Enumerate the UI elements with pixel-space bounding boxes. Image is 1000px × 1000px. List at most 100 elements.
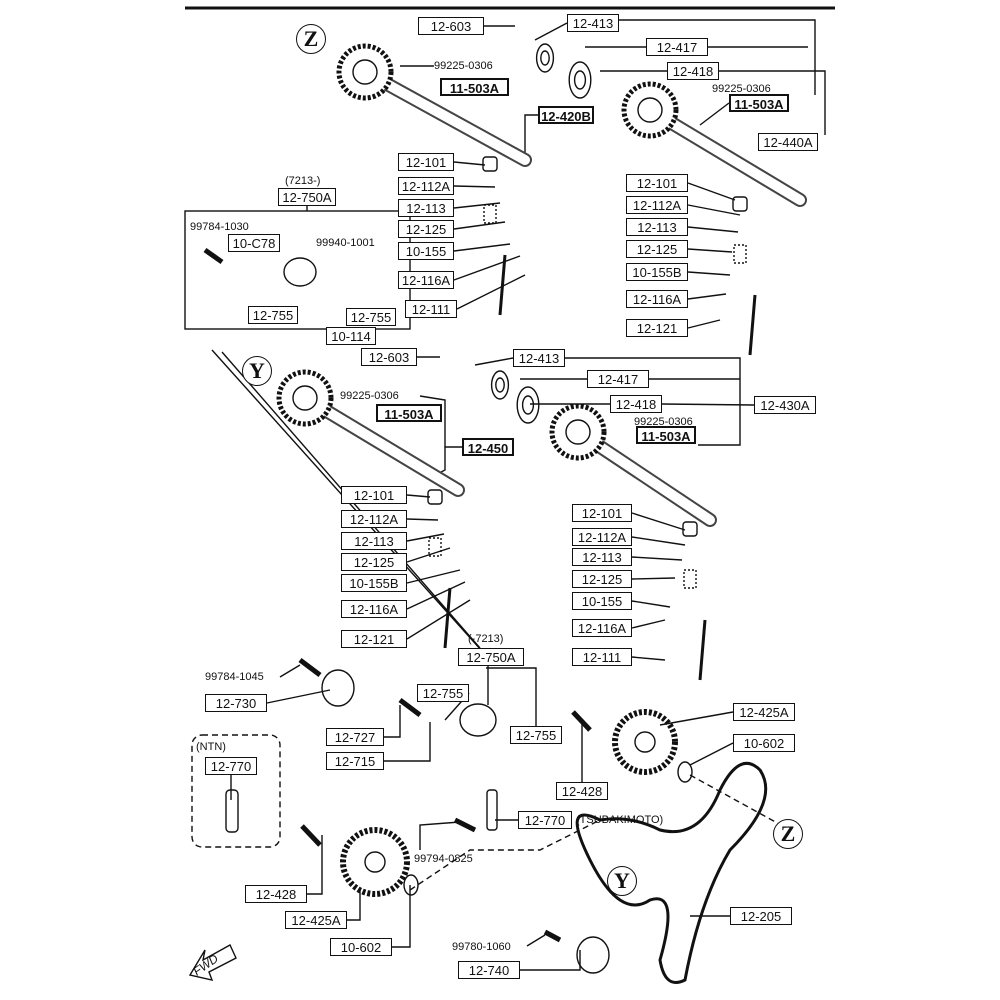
part-number-label: 12-113 (572, 548, 632, 566)
leader-line (406, 547, 451, 563)
part-number-label: 12-112A (572, 528, 632, 546)
leader-line (453, 185, 496, 188)
leader-line (687, 204, 741, 216)
leader-line (406, 581, 466, 610)
part-number-label: 12-755 (248, 306, 298, 324)
part-number-label: 12-425A (285, 911, 347, 929)
cam-gear-hub (352, 59, 378, 85)
bolt (543, 929, 562, 943)
leader-line (534, 22, 568, 41)
leader-line (307, 835, 323, 895)
leader-line (526, 934, 546, 947)
part-number-label: 99225-0306 (634, 416, 693, 428)
leader-line (631, 556, 683, 561)
belt-routing-y (409, 819, 601, 891)
part-number-label: 12-755 (417, 684, 469, 702)
tensioner-ntn (225, 789, 239, 833)
valve (698, 619, 707, 681)
part-number-label: 11-503A (440, 78, 509, 96)
part-number-label: 12-205 (730, 907, 792, 925)
leader-line (347, 890, 361, 921)
washer-hole (540, 50, 550, 66)
cam-gear (621, 81, 679, 139)
washer (568, 61, 592, 99)
leader-line (631, 577, 676, 580)
belt-routing-z (689, 774, 791, 831)
part-number-label: (NTN) (196, 741, 226, 753)
part-number-label: 12-603 (418, 17, 484, 35)
part-number-label: 12-121 (626, 319, 688, 337)
camshaft-body (645, 105, 805, 205)
part-number-label: 12-417 (646, 38, 708, 56)
valve (498, 254, 507, 316)
fwd-arrow-shape (188, 944, 237, 981)
part-number-label: 12-418 (667, 62, 719, 80)
bolt (453, 817, 477, 833)
leader-line (406, 518, 439, 521)
marker-z-belt: Z (773, 819, 803, 849)
tensioner-pulley (459, 703, 497, 737)
camshaft-body (360, 67, 530, 165)
part-number-label: 12-425A (733, 703, 795, 721)
sprocket-hub (364, 851, 386, 873)
leader-line (453, 255, 521, 281)
part-number-label: 12-101 (398, 153, 454, 171)
tappet (482, 156, 498, 172)
timing-sprocket (340, 827, 410, 897)
part-number-label: 12-715 (326, 752, 384, 770)
part-number-label: 12-116A (572, 619, 632, 637)
part-number-label: 12-428 (556, 782, 608, 800)
part-number-label: 99784-1030 (190, 221, 249, 233)
idler-pulley-lower (576, 936, 610, 974)
washer (490, 370, 510, 400)
part-number-label: 12-116A (341, 600, 407, 618)
valve-spring (683, 569, 697, 589)
leader-line (659, 711, 734, 726)
part-number-label: 11-503A (729, 94, 789, 112)
leader-line (689, 742, 734, 766)
timing-belt (575, 761, 768, 984)
leader-line (687, 293, 727, 300)
leader-line (406, 494, 431, 498)
bolt (571, 710, 592, 732)
leader-line (453, 243, 511, 252)
part-number-label: 12-755 (346, 308, 396, 326)
part-number-label: 12-125 (398, 220, 454, 238)
bolt (398, 698, 422, 717)
washer-hole (573, 70, 587, 90)
part-number-label: 12-430A (754, 396, 816, 414)
camshaft-body (300, 393, 463, 495)
tappet (682, 521, 698, 537)
leader-line (453, 221, 506, 230)
part-number-label: 12-603 (361, 348, 417, 366)
part-number-label: 12-101 (626, 174, 688, 192)
leader-line (406, 569, 461, 584)
part-number-label: 12-428 (245, 885, 307, 903)
part-number-label: 99940-1001 (316, 237, 375, 249)
timing-sprocket (612, 709, 678, 775)
washer-hole (495, 377, 505, 393)
part-number-label: 12-112A (341, 510, 407, 528)
leader-line (419, 821, 461, 850)
leader-line (453, 202, 501, 209)
washer (516, 386, 540, 424)
leader-line (520, 950, 581, 971)
leader-line (619, 19, 816, 95)
idler-pulley (321, 669, 355, 707)
leader-line (384, 722, 431, 762)
ntn-group-box (191, 734, 281, 848)
part-number-label: 10-114 (326, 327, 376, 345)
marker-z-top: Z (296, 24, 326, 54)
leader-line (406, 533, 445, 542)
leader-line (456, 274, 526, 310)
bolt (300, 824, 322, 847)
marker-y-belt: Y (607, 866, 637, 896)
leader-line (687, 271, 731, 276)
part-number-label: 12-116A (626, 290, 688, 308)
leader-line (631, 512, 686, 531)
tappet (427, 489, 443, 505)
cam-gear-hub (292, 385, 318, 411)
oil-seal-lower (403, 874, 419, 896)
leader-line (699, 102, 730, 126)
